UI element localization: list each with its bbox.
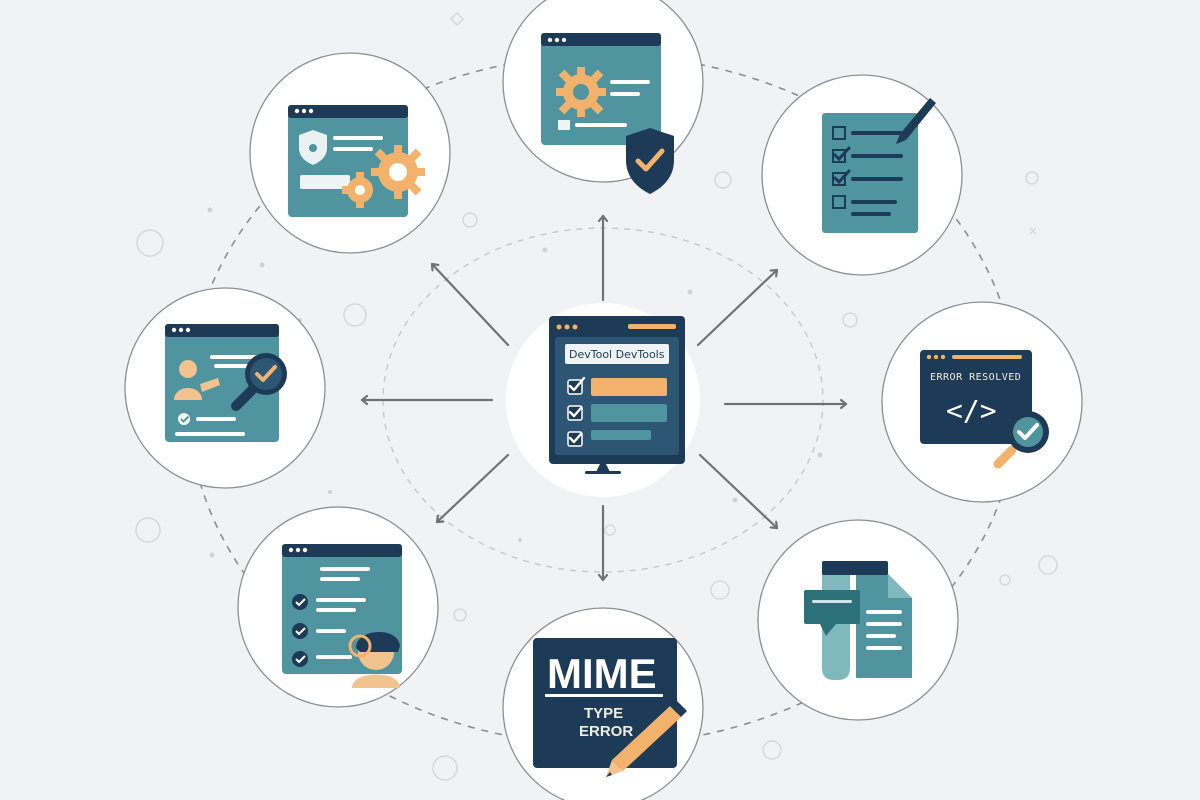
node-checklist <box>761 74 963 276</box>
magnifier-check-icon <box>231 353 287 411</box>
arrow-up-left <box>430 262 510 347</box>
pen-icon <box>896 98 936 144</box>
gears-icon <box>342 145 425 208</box>
central-check-icons <box>567 376 586 447</box>
node-review-checklist <box>237 506 439 708</box>
background-decorations <box>135 11 1058 781</box>
mime-title: MIME <box>547 650 657 697</box>
node-mime-type-error: MIME TYPE ERROR <box>502 607 704 800</box>
central-devtools-node: DevTool DevTools <box>506 303 700 497</box>
node-documents <box>757 519 959 721</box>
arrow-down-left <box>435 453 510 524</box>
magnifier-icon <box>993 411 1049 469</box>
mime-error-label: ERROR <box>579 723 633 740</box>
shield-check-icon <box>626 128 674 194</box>
developer-avatar-icon <box>348 631 400 688</box>
central-devtools-label: DevTool DevTools <box>569 348 665 361</box>
gear-icon <box>556 67 606 117</box>
node-error-resolved: ERROR RESOLVED </> <box>881 301 1083 503</box>
node-settings-security <box>502 0 704 194</box>
code-brackets-icon: </> <box>946 394 997 427</box>
node-user-verification <box>124 287 326 489</box>
mime-type-label: TYPE <box>584 705 623 722</box>
arrows <box>360 214 848 582</box>
person-icon <box>174 360 220 400</box>
error-resolved-label: ERROR RESOLVED <box>930 372 1021 383</box>
node-config-gears <box>249 52 451 254</box>
arrow-down-right <box>698 453 779 530</box>
arrow-up-right <box>696 268 779 347</box>
check-circle-icons <box>292 594 308 667</box>
pencil-icon <box>606 700 687 777</box>
